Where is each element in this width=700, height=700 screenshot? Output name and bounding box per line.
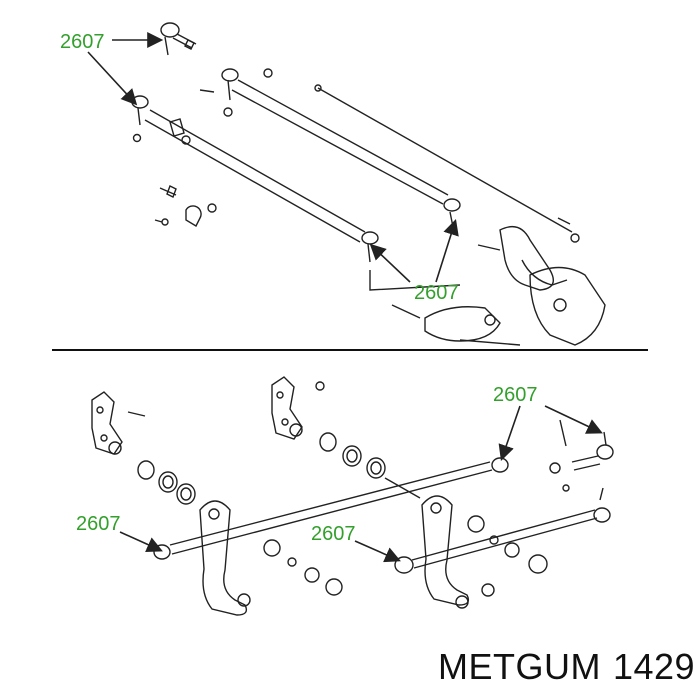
callout-arrow-upper-3 [369, 243, 411, 283]
lower-callout-arrows [119, 405, 603, 563]
callout-arrow-lower-1 [498, 405, 521, 462]
right-idler-arm [421, 495, 470, 609]
right-tie-rod-end-part [549, 419, 614, 492]
callout-label-lower-3: 2607 [311, 523, 356, 545]
upper-steering-assembly [131, 22, 606, 346]
callout-label-lower-1: 2607 [493, 384, 538, 406]
right-short-tie-rod [394, 487, 611, 574]
long-tie-rod-upper [199, 68, 461, 233]
lower-steering-assembly [91, 376, 614, 616]
callout-label-upper-1: 2607 [60, 31, 105, 53]
part-code: 1429 [612, 646, 696, 687]
callout-arrow-lower-2 [544, 405, 603, 434]
adjuster-cable [314, 84, 580, 243]
long-tie-rod-lower [131, 95, 379, 263]
lower-bushings [263, 515, 548, 597]
upper-tie-rod-end-part [160, 22, 197, 56]
upper-callout-arrows [87, 32, 459, 283]
brand-name: METGUM [438, 646, 601, 687]
product-caption: METGUM 1429 [438, 646, 695, 688]
callout-arrow-upper-4 [435, 218, 459, 283]
left-mounting-bracket [91, 391, 146, 455]
callout-arrow-lower-4 [354, 540, 401, 563]
callout-arrow-upper-2 [87, 51, 138, 106]
middle-bushings [319, 432, 386, 479]
center-link-rod [153, 457, 509, 560]
middle-mounting-bracket [271, 376, 325, 440]
left-idler-arm [199, 500, 251, 616]
callout-arrow-lower-3 [119, 531, 163, 553]
callout-label-upper-2: 2607 [414, 282, 459, 304]
left-bushings [137, 460, 196, 505]
callout-label-lower-2: 2607 [76, 513, 121, 535]
lower-drag-link [369, 270, 521, 346]
clamp-hardware [154, 185, 217, 227]
pitman-arm-bracket [477, 226, 606, 346]
